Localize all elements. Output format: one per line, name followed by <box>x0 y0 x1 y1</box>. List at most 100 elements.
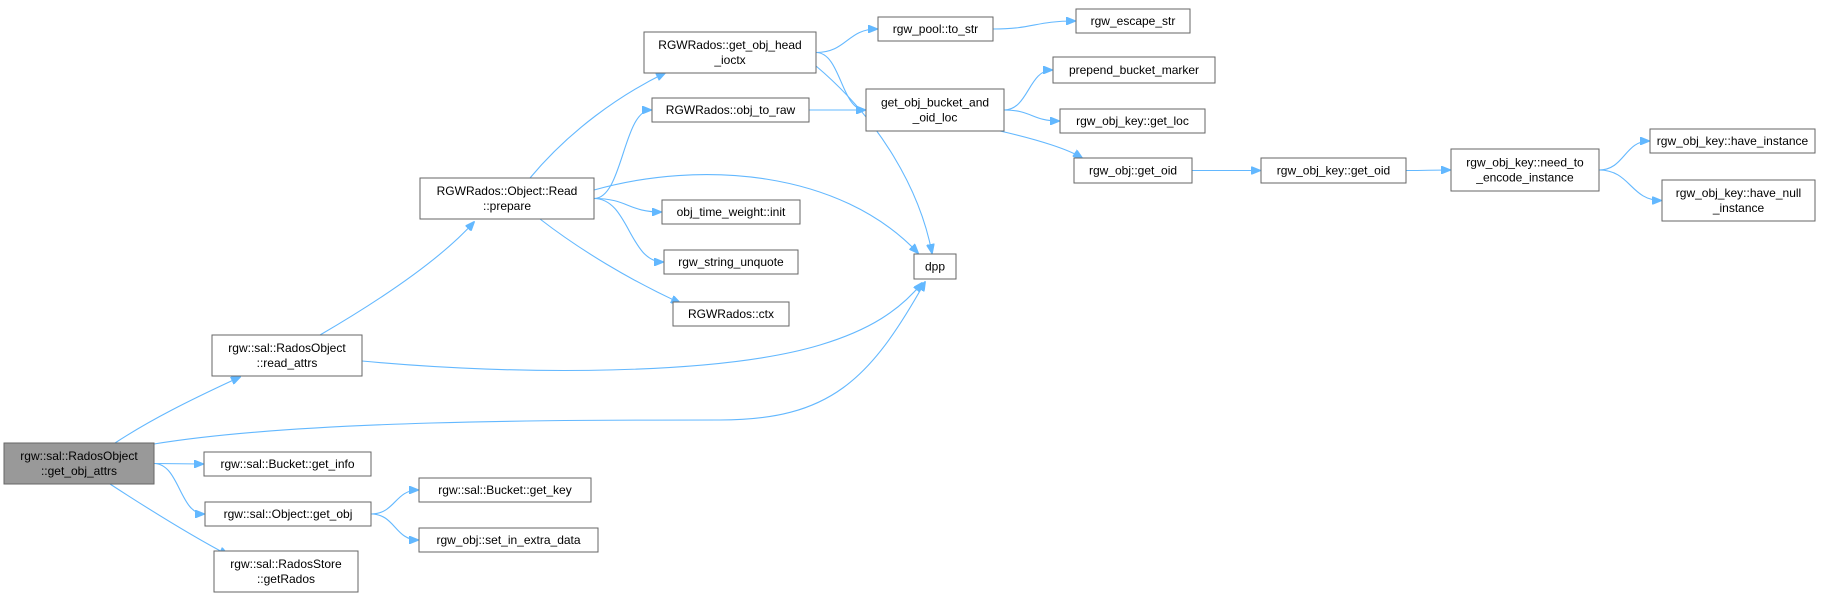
node-box[interactable] <box>651 97 810 123</box>
node-box[interactable] <box>643 31 817 74</box>
node-box[interactable] <box>211 334 363 377</box>
node-read_attrs[interactable]: rgw::sal::RadosObject::read_attrs <box>211 334 363 377</box>
node-box[interactable] <box>1450 148 1600 192</box>
edge-get_obj-to-set_in_extra <box>370 513 418 540</box>
node-box[interactable] <box>1059 108 1206 134</box>
node-label: prepend_bucket_marker <box>1069 63 1199 77</box>
edge-head_ioctx-to-dpp <box>815 65 932 253</box>
edge-bucket_oid-to-prepend <box>1003 70 1052 111</box>
node-box[interactable] <box>213 550 359 593</box>
node-box[interactable] <box>1260 157 1407 184</box>
node-label: rgw::sal::Object::get_obj <box>224 507 353 521</box>
node-prepare[interactable]: RGWRados::Object::Read::prepare <box>419 177 595 220</box>
node-root[interactable]: rgw::sal::RadosObject::get_obj_attrs <box>3 442 155 485</box>
node-box[interactable] <box>1075 8 1191 34</box>
node-label: dpp <box>925 260 945 274</box>
node-box[interactable] <box>913 253 957 280</box>
node-get_loc[interactable]: rgw_obj_key::get_loc <box>1059 108 1206 134</box>
edge-read_attrs-to-prepare <box>319 222 474 336</box>
node-label: rgw_obj::set_in_extra_data <box>436 533 580 547</box>
node-have_null[interactable]: rgw_obj_key::have_null_instance <box>1661 179 1816 222</box>
node-label: obj_time_weight::init <box>677 205 786 219</box>
node-get_key[interactable]: rgw::sal::Bucket::get_key <box>418 477 592 503</box>
node-label: _encode_instance <box>1475 171 1574 185</box>
node-label: ::getRados <box>257 572 315 586</box>
edge-prepare-to-time_weight <box>593 197 661 213</box>
node-label: rgw::sal::RadosStore <box>230 557 342 571</box>
node-label: ::get_obj_attrs <box>41 464 117 478</box>
node-label: rgw::sal::Bucket::get_info <box>220 457 354 471</box>
node-label: RGWRados::get_obj_head <box>658 38 801 52</box>
edge-bucket_oid-to-obj_get_oid <box>999 130 1082 158</box>
node-box[interactable] <box>877 16 994 42</box>
node-have_instance[interactable]: rgw_obj_key::have_instance <box>1649 128 1816 154</box>
node-label: ::read_attrs <box>257 356 318 370</box>
edges-layer <box>109 21 1661 555</box>
node-label: RGWRados::ctx <box>688 307 774 321</box>
edge-to_str-to-escape_str <box>992 21 1075 30</box>
edge-root-to-get_info <box>153 464 203 465</box>
node-label: ::prepare <box>483 199 531 213</box>
edge-bucket_oid-to-get_loc <box>1003 109 1059 121</box>
edge-prepare-to-head_ioctx <box>529 73 665 179</box>
node-unquote[interactable]: rgw_string_unquote <box>663 249 799 275</box>
node-prepend[interactable]: prepend_bucket_marker <box>1052 56 1216 84</box>
node-label: rgw_obj_key::need_to <box>1466 156 1584 170</box>
node-box[interactable] <box>1649 128 1816 154</box>
node-set_in_extra[interactable]: rgw_obj::set_in_extra_data <box>418 527 599 553</box>
node-label: rgw_string_unquote <box>678 255 784 269</box>
node-box[interactable] <box>663 249 799 275</box>
node-box[interactable] <box>204 501 372 527</box>
edge-root-to-get_obj <box>153 462 204 515</box>
node-get_obj[interactable]: rgw::sal::Object::get_obj <box>204 501 372 527</box>
node-to_str[interactable]: rgw_pool::to_str <box>877 16 994 42</box>
node-box[interactable] <box>661 199 801 225</box>
node-obj_get_oid[interactable]: rgw_obj::get_oid <box>1073 157 1193 184</box>
edge-prepare-to-ctx <box>539 218 680 303</box>
node-escape_str[interactable]: rgw_escape_str <box>1075 8 1191 34</box>
edge-head_ioctx-to-to_str <box>815 29 877 54</box>
node-time_weight[interactable]: obj_time_weight::init <box>661 199 801 225</box>
edge-key_get_oid-to-need_encode <box>1405 170 1450 171</box>
node-need_encode[interactable]: rgw_obj_key::need_to_encode_instance <box>1450 148 1600 192</box>
edge-need_encode-to-have_null <box>1598 169 1661 201</box>
node-box[interactable] <box>1052 56 1216 84</box>
node-dpp[interactable]: dpp <box>913 253 957 280</box>
node-box[interactable] <box>418 527 599 553</box>
node-box[interactable] <box>865 88 1005 132</box>
nodes-layer: rgw::sal::RadosObject::get_obj_attrsrgw:… <box>3 8 1816 593</box>
node-label: rgw::sal::Bucket::get_key <box>438 483 571 497</box>
node-box[interactable] <box>419 177 595 220</box>
node-label: _instance <box>1712 201 1765 215</box>
edge-root-to-dpp <box>153 282 925 445</box>
edge-need_encode-to-have_instance <box>1598 141 1649 171</box>
node-head_ioctx[interactable]: RGWRados::get_obj_head_ioctx <box>643 31 817 74</box>
node-ctx[interactable]: RGWRados::ctx <box>672 301 790 327</box>
node-label: _ioctx <box>713 53 745 67</box>
node-label: RGWRados::Object::Read <box>437 184 578 198</box>
edge-prepare-to-dpp <box>593 174 918 253</box>
edge-prepare-to-unquote <box>593 197 663 263</box>
node-box[interactable] <box>3 442 155 485</box>
node-label: rgw::sal::RadosObject <box>228 341 346 355</box>
edge-root-to-read_attrs <box>114 377 240 444</box>
node-box[interactable] <box>672 301 790 327</box>
node-box[interactable] <box>1073 157 1193 184</box>
edge-read_attrs-to-dpp <box>361 283 922 372</box>
node-label: _oid_loc <box>912 111 958 125</box>
node-key_get_oid[interactable]: rgw_obj_key::get_oid <box>1260 157 1407 184</box>
node-obj_to_raw[interactable]: RGWRados::obj_to_raw <box>651 97 810 123</box>
node-get_info[interactable]: rgw::sal::Bucket::get_info <box>203 451 372 477</box>
node-label: rgw_pool::to_str <box>893 22 978 36</box>
node-box[interactable] <box>1661 179 1816 222</box>
node-getRados[interactable]: rgw::sal::RadosStore::getRados <box>213 550 359 593</box>
node-label: rgw_obj_key::have_null <box>1676 186 1801 200</box>
node-label: RGWRados::obj_to_raw <box>666 103 796 117</box>
node-box[interactable] <box>418 477 592 503</box>
node-box[interactable] <box>203 451 372 477</box>
node-label: rgw_obj_key::get_oid <box>1277 164 1390 178</box>
node-bucket_oid[interactable]: get_obj_bucket_and_oid_loc <box>865 88 1005 132</box>
node-label: rgw_obj_key::have_instance <box>1657 134 1809 148</box>
edge-prepare-to-obj_to_raw <box>593 110 651 200</box>
